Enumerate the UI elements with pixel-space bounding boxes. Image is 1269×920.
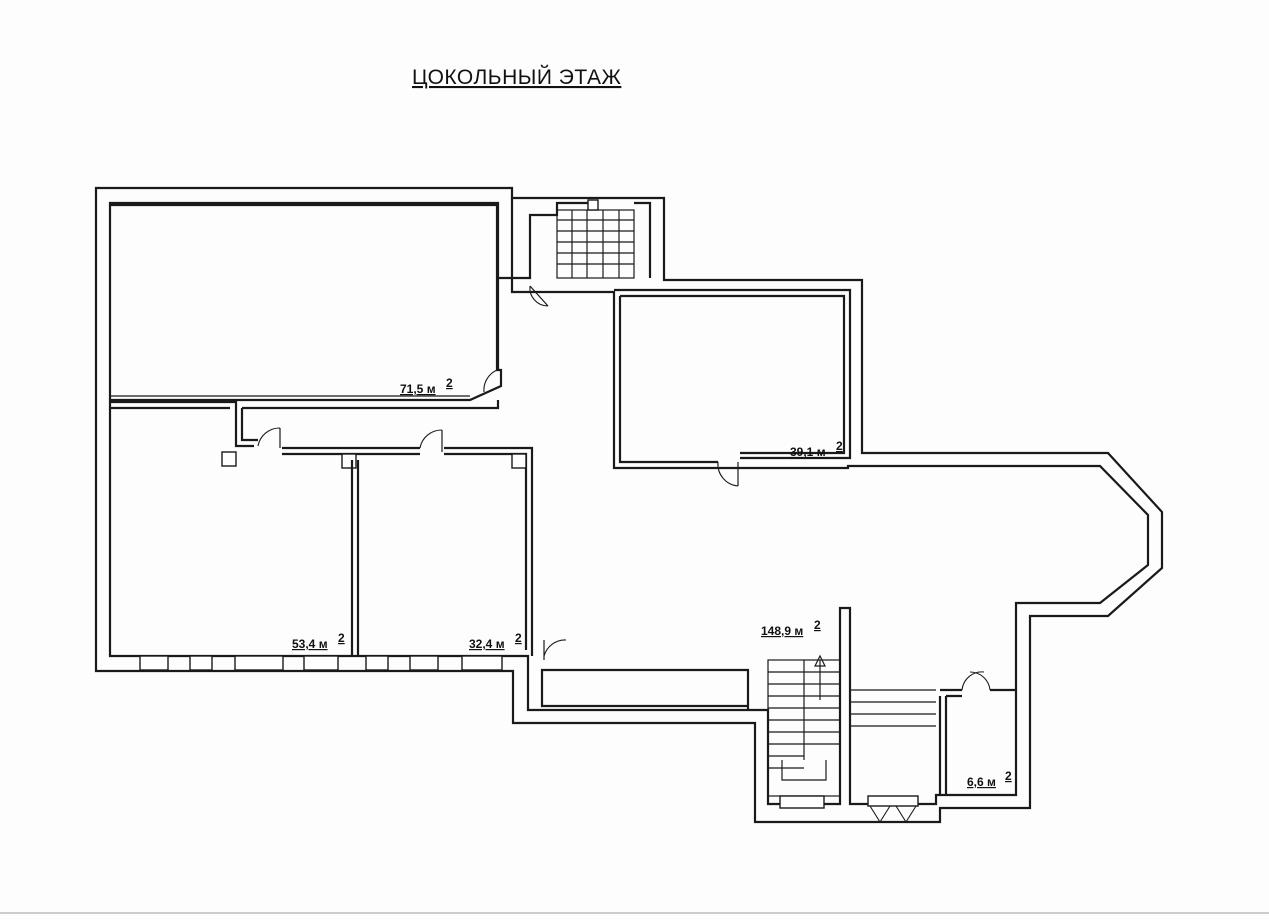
svg-text:2: 2 bbox=[338, 631, 345, 645]
room-label-148: 148,9 м 2 bbox=[761, 618, 821, 638]
room-39-door bbox=[717, 461, 739, 487]
corridor-door bbox=[543, 639, 567, 657]
svg-text:2: 2 bbox=[446, 376, 453, 390]
svg-text:71,5 м: 71,5 м bbox=[400, 382, 436, 396]
svg-text:39,1 м: 39,1 м bbox=[790, 445, 826, 459]
svg-text:2: 2 bbox=[836, 439, 843, 453]
svg-text:148,9 м: 148,9 м bbox=[761, 624, 803, 638]
room-label-39: 39,1 м 2 bbox=[790, 439, 843, 459]
room-6-door-1 bbox=[961, 671, 985, 691]
top-staircase bbox=[556, 199, 652, 279]
svg-text:32,4 м: 32,4 м bbox=[469, 637, 505, 651]
svg-text:2: 2 bbox=[515, 631, 522, 645]
svg-text:2: 2 bbox=[814, 618, 821, 632]
room-71-wall bbox=[110, 203, 503, 402]
room-label-6: 6,6 м 2 bbox=[967, 769, 1012, 789]
outer-wall-outer bbox=[94, 186, 1164, 824]
room-6-door-2 bbox=[969, 671, 991, 691]
room-label-71: 71,5 м 2 bbox=[400, 376, 453, 396]
room-6-wall bbox=[938, 688, 1016, 795]
room-32-door bbox=[419, 429, 443, 449]
bottom-windows bbox=[139, 655, 503, 671]
room-label-32: 32,4 м 2 bbox=[469, 631, 522, 651]
outer-wall-inner bbox=[108, 201, 1150, 806]
room-71-door bbox=[483, 369, 498, 393]
room-39-wall bbox=[614, 288, 852, 460]
room-label-53: 53,4 м 2 bbox=[292, 631, 345, 651]
svg-text:6,6 м: 6,6 м bbox=[967, 775, 996, 789]
stair-door bbox=[529, 285, 549, 307]
bottom-staircase bbox=[767, 654, 841, 797]
svg-text:53,4 м: 53,4 м bbox=[292, 637, 328, 651]
entrance-steps bbox=[779, 689, 936, 824]
svg-text:2: 2 bbox=[1005, 769, 1012, 783]
plan-title: ЦОКОЛЬНЫЙ ЭТАЖ bbox=[412, 65, 621, 89]
room-53-door bbox=[257, 427, 281, 447]
